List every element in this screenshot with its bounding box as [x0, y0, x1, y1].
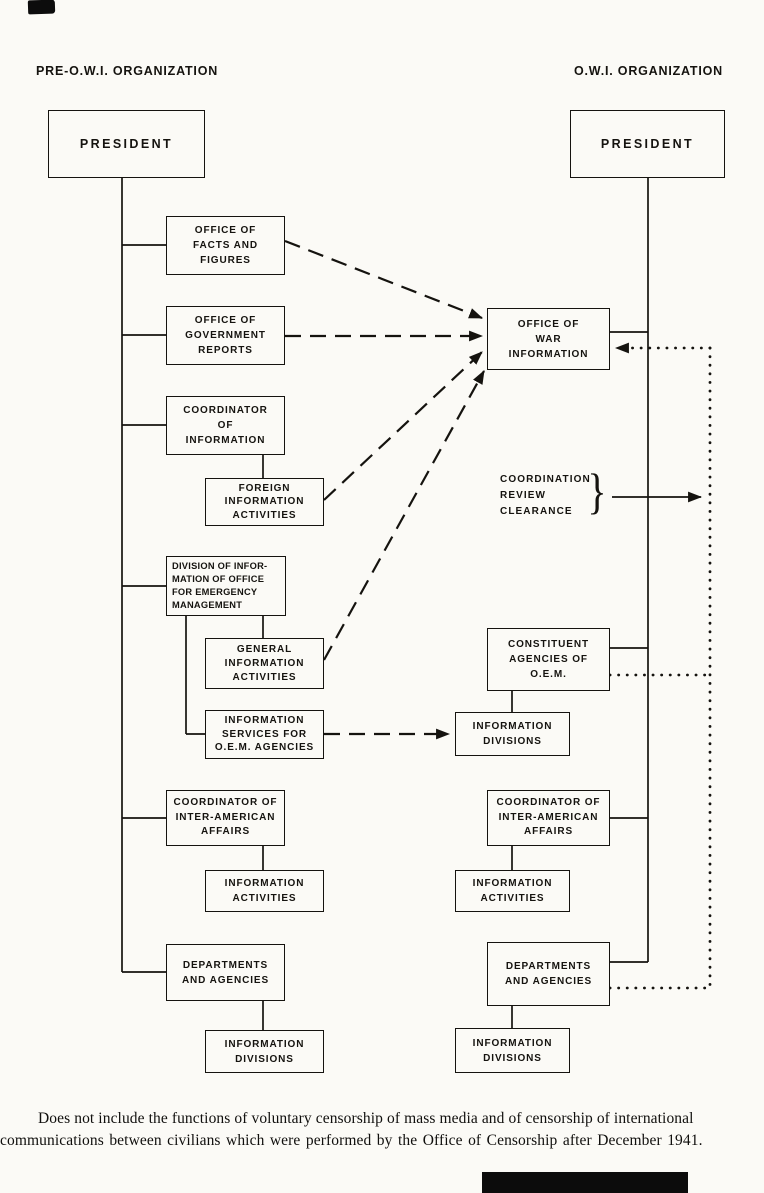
box-label: DEPARTMENTS AND AGENCIES	[181, 959, 270, 986]
box-information-divisions-pre: INFORMATION DIVISIONS	[205, 1030, 324, 1073]
box-label: GENERAL INFORMATION ACTIVITIES	[224, 643, 305, 683]
function-transfer-arrows	[284, 239, 485, 740]
black-bar-bottom-right	[482, 1172, 688, 1193]
box-label: INFORMATION DIVISIONS	[472, 721, 553, 747]
box-information-activities-owi: INFORMATION ACTIVITIES	[455, 870, 570, 912]
coordination-review-clearance-label: COORDINATION REVIEW CLEARANCE	[500, 474, 591, 517]
box-label: INFORMATION DIVISIONS	[224, 1038, 305, 1065]
arrow-facts-figures-to-owi	[284, 239, 484, 320]
arrow-general-info-to-owi	[323, 370, 485, 661]
box-label: PRESIDENT	[600, 136, 695, 151]
box-label: FOREIGN INFORMATION ACTIVITIES	[224, 482, 305, 521]
box-departments-and-agencies-owi: DEPARTMENTS AND AGENCIES	[487, 942, 610, 1006]
box-office-of-government-reports: OFFICE OF GOVERNMENT REPORTS	[166, 306, 285, 365]
box-label: INFORMATION ACTIVITIES	[224, 878, 305, 904]
org-connector-lines	[121, 178, 649, 1030]
box-coordinator-of-information: COORDINATOR OF INFORMATION	[166, 396, 285, 455]
box-label: INFORMATION SERVICES FOR O.E.M. AGENCIES	[214, 715, 315, 754]
box-label: COORDINATOR OF INFORMATION	[183, 405, 268, 446]
box-label: CONSTITUENT AGENCIES OF O.E.M.	[507, 639, 589, 680]
box-information-services-for-oem-agencies: INFORMATION SERVICES FOR O.E.M. AGENCIES	[205, 710, 324, 759]
box-label: DEPARTMENTS AND AGENCIES	[504, 961, 593, 987]
box-information-divisions-owi: INFORMATION DIVISIONS	[455, 1028, 570, 1073]
box-office-of-war-information: OFFICE OF WAR INFORMATION	[487, 308, 610, 370]
box-label: DIVISION OF INFOR- MATION OF OFFICE FOR …	[172, 560, 268, 611]
box-departments-and-agencies-pre: DEPARTMENTS AND AGENCIES	[166, 944, 285, 1001]
box-information-activities-pre: INFORMATION ACTIVITIES	[205, 870, 324, 912]
box-information-divisions-oem: INFORMATION DIVISIONS	[455, 712, 570, 756]
header-pre-owi-organization: PRE-O.W.I. ORGANIZATION	[36, 64, 219, 78]
box-coordinator-of-inter-american-affairs-pre: COORDINATOR OF INTER-AMERICAN AFFAIRS	[166, 790, 285, 846]
box-office-of-facts-and-figures: OFFICE OF FACTS AND FIGURES	[166, 216, 285, 275]
box-label: COORDINATOR OF INTER-AMERICAN AFFAIRS	[173, 797, 278, 838]
box-foreign-information-activities: FOREIGN INFORMATION ACTIVITIES	[205, 478, 324, 526]
box-label: COORDINATOR OF INTER-AMERICAN AFFAIRS	[496, 797, 601, 838]
footer-caption-line-1: Does not include the functions of volunt…	[38, 1110, 694, 1127]
box-label: OFFICE OF WAR INFORMATION	[508, 318, 589, 360]
box-label: PRESIDENT	[79, 136, 174, 151]
box-president-owi: PRESIDENT	[570, 110, 725, 178]
header-owi-organization: O.W.I. ORGANIZATION	[574, 64, 723, 78]
box-president-pre: PRESIDENT	[48, 110, 205, 178]
arrow-foreign-info-to-owi	[323, 351, 483, 501]
box-constituent-agencies-of-oem: CONSTITUENT AGENCIES OF O.E.M.	[487, 628, 610, 691]
footer-caption-line-2: communications between civilians which w…	[0, 1132, 703, 1149]
coordination-channel-lines	[608, 342, 712, 990]
coordination-brace: }	[587, 463, 607, 519]
box-label: OFFICE OF GOVERNMENT REPORTS	[185, 315, 266, 356]
box-label: INFORMATION DIVISIONS	[472, 1037, 553, 1064]
box-label: INFORMATION ACTIVITIES	[472, 878, 553, 904]
box-coordinator-of-inter-american-affairs-owi: COORDINATOR OF INTER-AMERICAN AFFAIRS	[487, 790, 610, 846]
box-label: OFFICE OF FACTS AND FIGURES	[193, 225, 258, 266]
box-division-of-information-oem: DIVISION OF INFOR- MATION OF OFFICE FOR …	[166, 556, 286, 616]
box-general-information-activities: GENERAL INFORMATION ACTIVITIES	[205, 638, 324, 689]
